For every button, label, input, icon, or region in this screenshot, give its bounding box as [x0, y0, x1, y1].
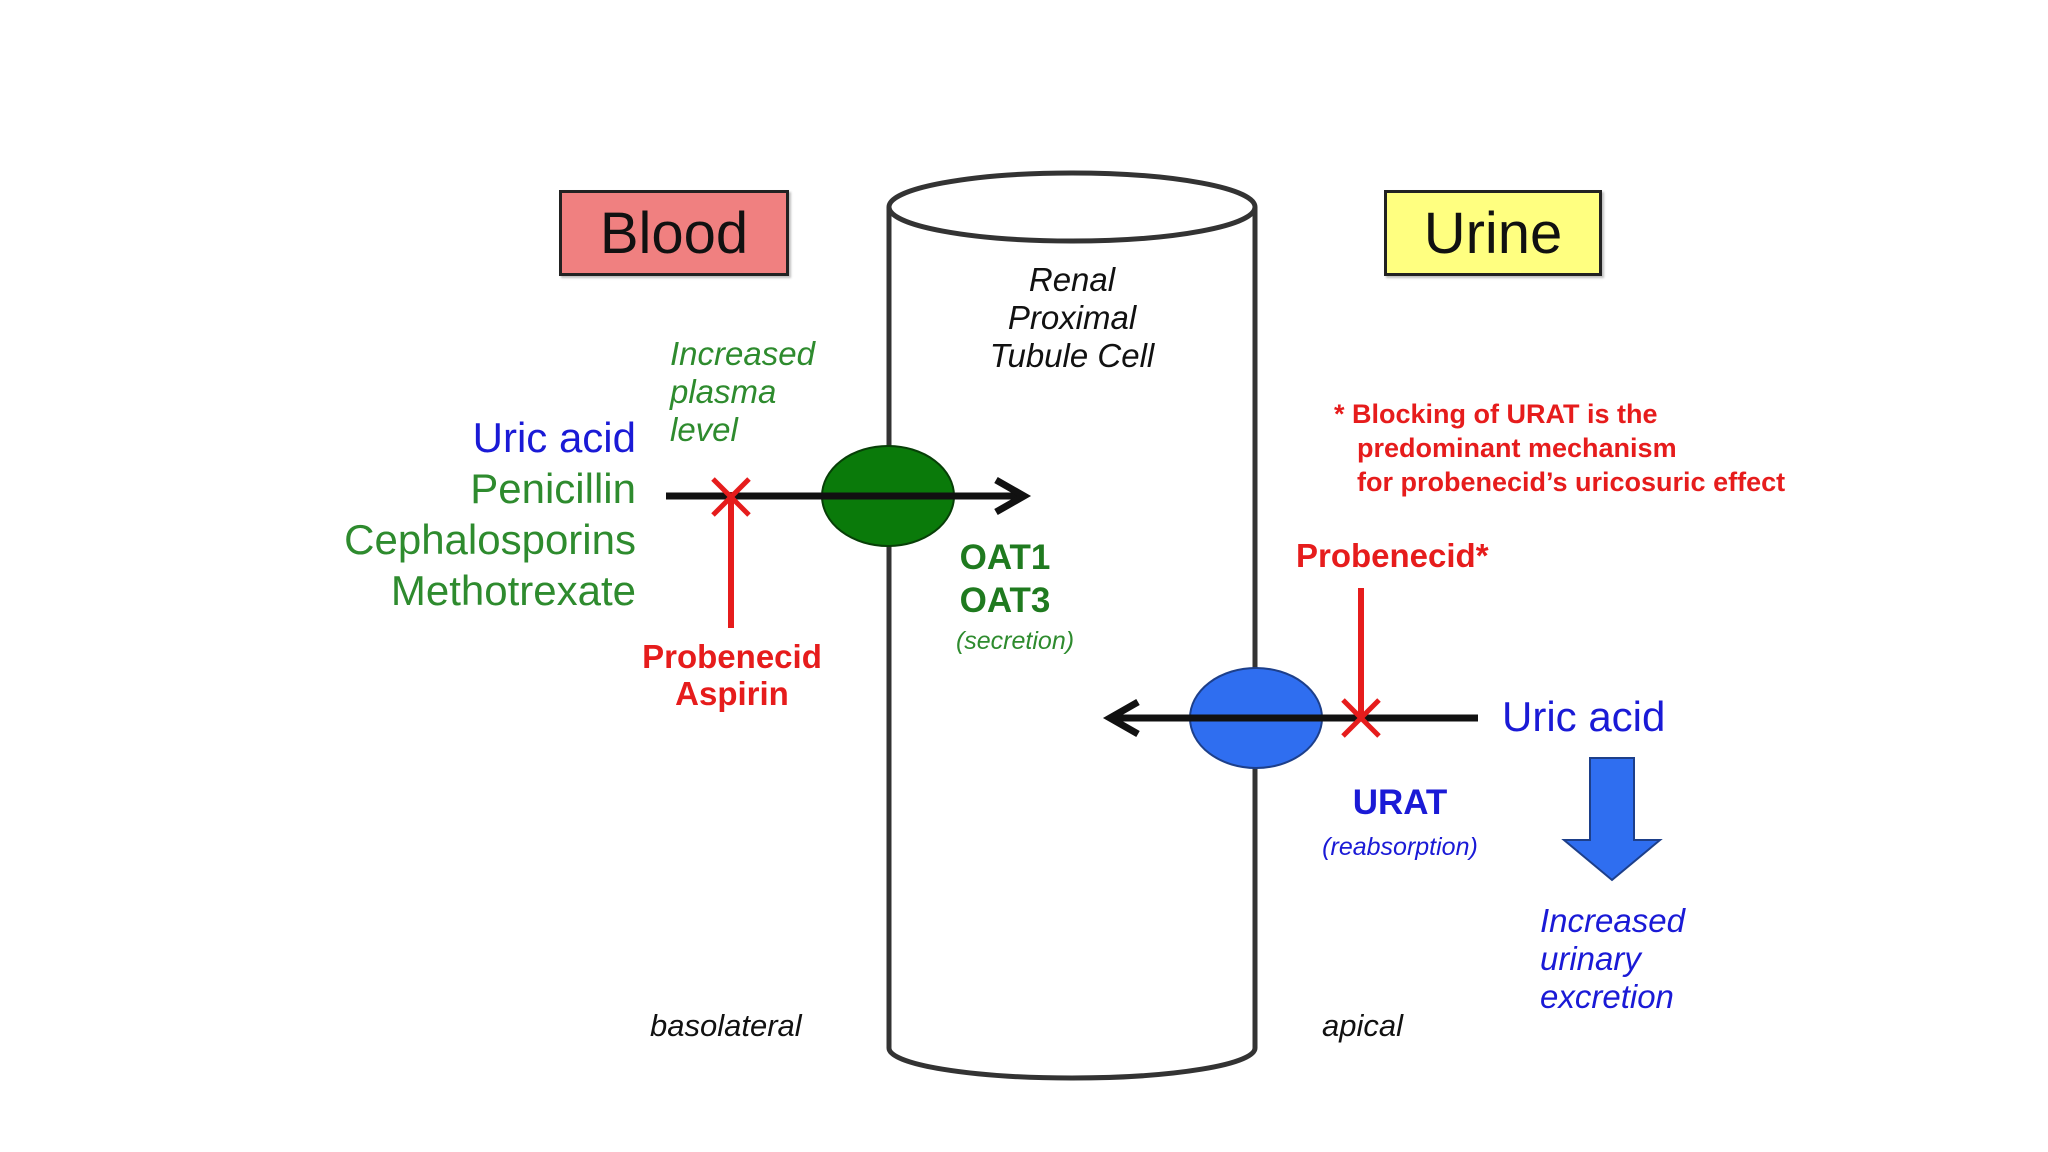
blocker-probenecid: Probenecid — [642, 638, 822, 675]
apical-label: apical — [1322, 1008, 1403, 1043]
reabsorption-arrow — [1102, 698, 1478, 738]
tubule-cell-cylinder — [886, 170, 1258, 1081]
increased-plasma-line2: plasma — [670, 373, 777, 410]
excretion-line1: Increased — [1540, 902, 1685, 939]
drug-uric-acid: Uric acid — [472, 414, 636, 461]
oat1-label: OAT1 — [959, 538, 1051, 577]
drug-cephalosporins: Cephalosporins — [344, 516, 636, 563]
drug-methotrexate: Methotrexate — [390, 567, 636, 614]
note-line3: for probenecid’s uricosuric effect — [1357, 467, 1786, 497]
secretion-arrow — [666, 476, 1032, 516]
cell-label-line2: Proximal — [1007, 299, 1137, 336]
cell-label-line1: Renal — [1028, 261, 1116, 298]
cell-label-line3: Tubule Cell — [989, 337, 1155, 374]
oat3-label: OAT3 — [959, 581, 1051, 620]
increased-plasma-line1: Increased — [670, 335, 815, 372]
left-block-x — [711, 477, 751, 517]
oat-role-label: (secretion) — [955, 627, 1075, 655]
urat-label: URAT — [1352, 783, 1448, 822]
excretion-down-arrow — [1561, 757, 1663, 882]
urine-box: Urine — [1384, 190, 1602, 276]
excretion-line2: urinary — [1540, 940, 1641, 977]
note-line1: * Blocking of URAT is the — [1334, 399, 1658, 429]
blocker-probenecid-urat: Probenecid* — [1296, 537, 1489, 574]
right-block-x — [1341, 698, 1381, 738]
excretion-line3: excretion — [1540, 978, 1674, 1015]
basolateral-label: basolateral — [650, 1008, 802, 1043]
drug-penicillin: Penicillin — [470, 465, 636, 512]
increased-plasma-line3: level — [670, 411, 738, 448]
blood-box: Blood — [559, 190, 789, 276]
urat-role-label: (reabsorption) — [1322, 833, 1478, 861]
urine-uric-acid: Uric acid — [1502, 693, 1666, 740]
note-line2: predominant mechanism — [1357, 433, 1677, 463]
blocker-aspirin: Aspirin — [675, 675, 789, 712]
